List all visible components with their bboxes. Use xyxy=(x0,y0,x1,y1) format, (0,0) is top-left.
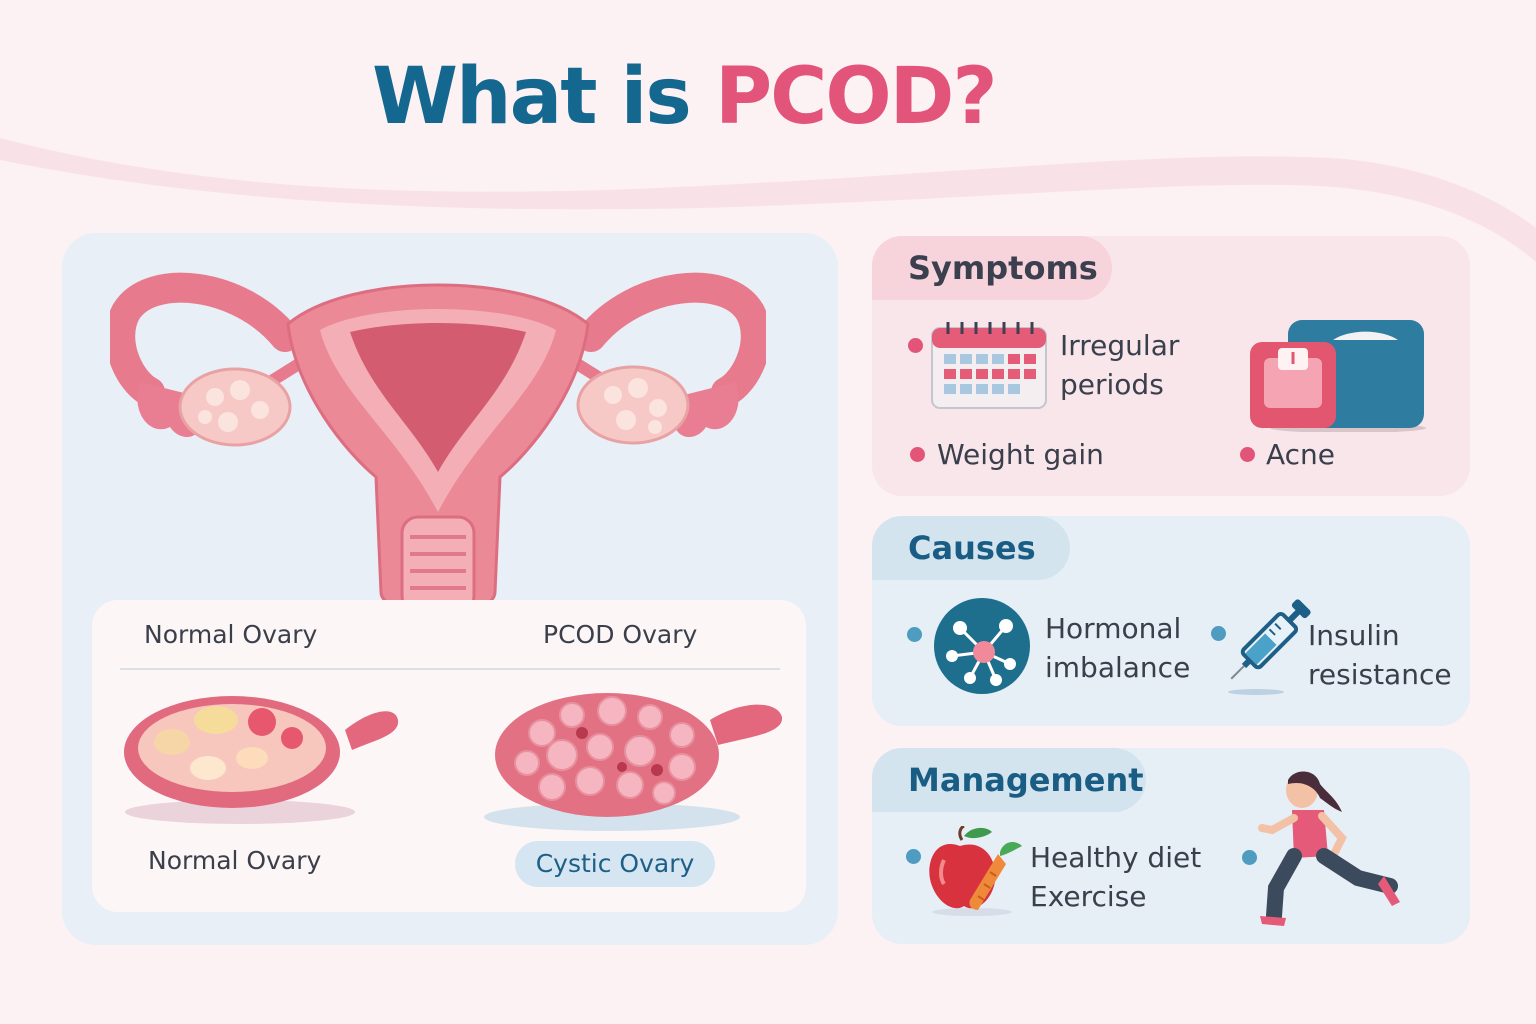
management-diet-exercise: Healthy diet Exercise xyxy=(1030,841,1202,913)
management-heading: Management xyxy=(872,748,1146,812)
cystic-ovary-badge: Cystic Ovary xyxy=(515,841,715,887)
weighing-scale-icon xyxy=(1250,320,1426,432)
comparison-divider xyxy=(120,668,780,670)
management-bullet xyxy=(906,849,921,864)
page-title: What is PCOD? xyxy=(372,52,998,142)
syringe-icon xyxy=(1228,599,1311,695)
pcod-ovary-label: PCOD Ovary xyxy=(543,620,698,649)
apple-carrot-icon xyxy=(929,826,1022,916)
symptom-bullet xyxy=(1240,447,1255,462)
normal-ovary-illustration xyxy=(124,696,399,824)
title-pcod: PCOD? xyxy=(714,52,998,142)
pcod-ovary-illustration xyxy=(484,693,783,831)
cause-hormonal-imbalance: Hormonal imbalance xyxy=(1045,612,1191,684)
uterus-illustration xyxy=(110,272,766,615)
cause-bullet xyxy=(907,627,922,642)
causes-heading: Causes xyxy=(872,516,1070,580)
background-wave xyxy=(0,138,1536,262)
cause-bullet xyxy=(1211,626,1226,641)
cause-insulin-resistance: Insulin resistance xyxy=(1308,619,1452,691)
normal-ovary-caption: Normal Ovary xyxy=(148,846,322,875)
symptom-irregular-periods: Irregular periods xyxy=(1060,329,1180,401)
symptoms-heading: Symptoms xyxy=(872,236,1112,300)
running-woman-icon xyxy=(1258,771,1400,926)
symptom-bullet xyxy=(910,447,925,462)
calendar-icon xyxy=(931,322,1047,409)
symptom-bullet xyxy=(908,338,923,353)
symptom-acne: Acne xyxy=(1266,438,1336,471)
title-what-is: What is xyxy=(372,52,692,142)
hormone-molecule-icon xyxy=(934,598,1030,694)
management-bullet xyxy=(1242,850,1257,865)
symptom-weight-gain: Weight gain xyxy=(937,438,1104,471)
normal-ovary-label: Normal Ovary xyxy=(144,620,318,649)
